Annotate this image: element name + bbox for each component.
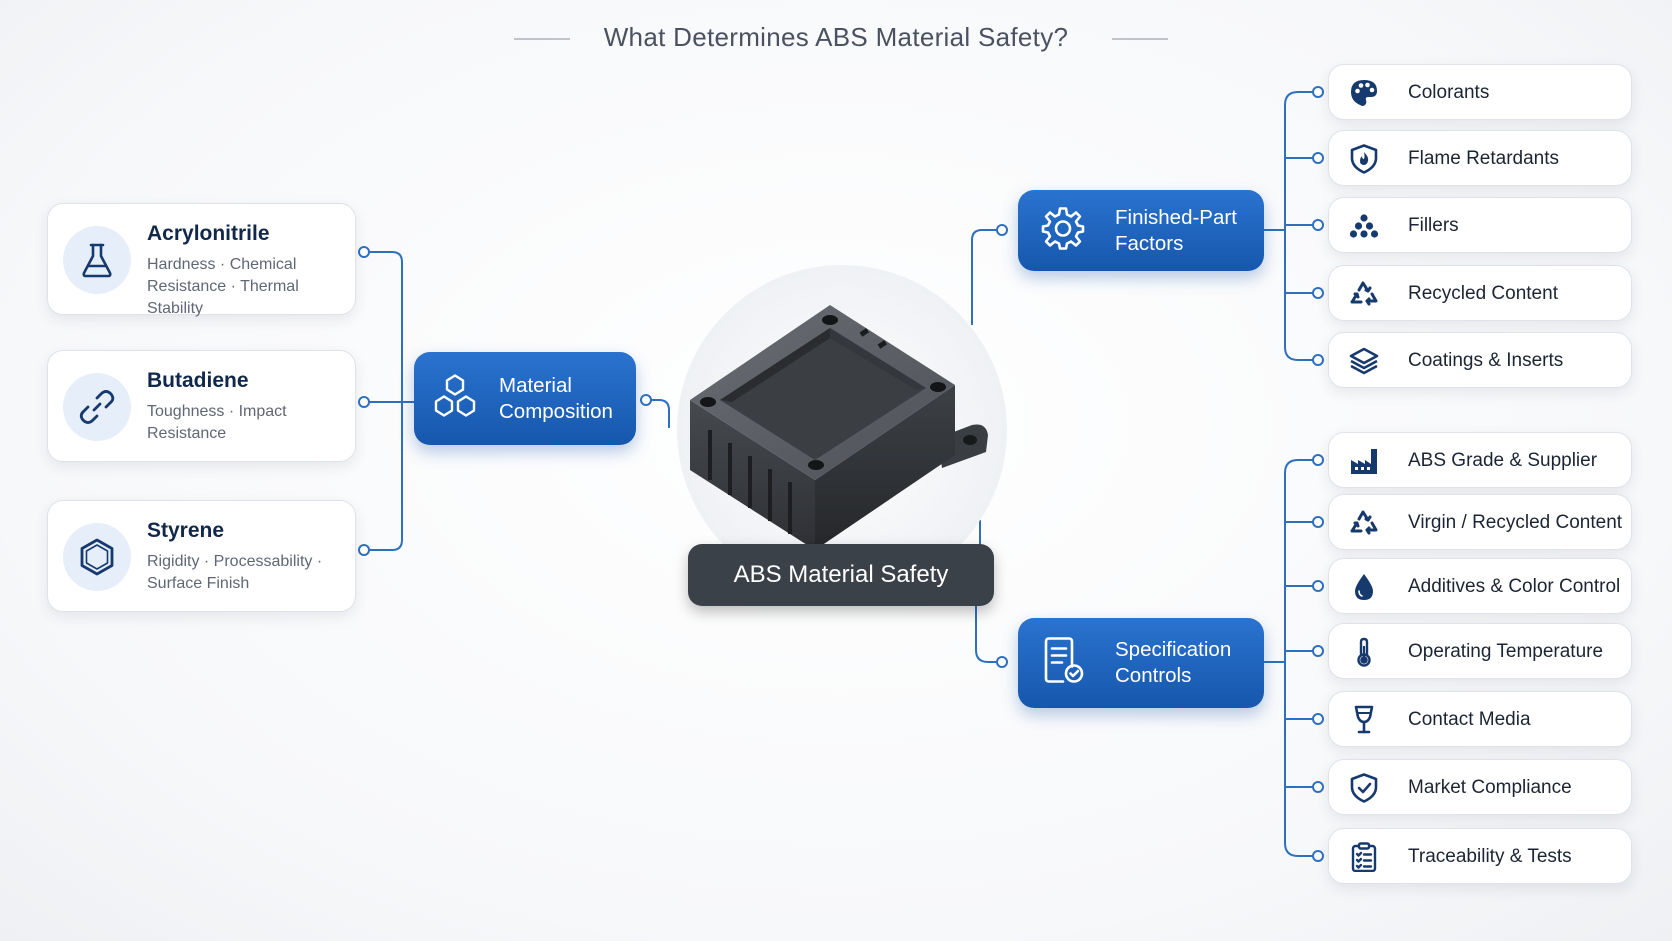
- thermometer-icon: [1349, 637, 1379, 667]
- factor-item-recycled-content[interactable]: Recycled Content: [1328, 265, 1632, 321]
- component-description: Rigidity · Processability · Surface Fini…: [147, 553, 323, 592]
- palette-icon: [1349, 78, 1379, 108]
- component-name: Acrylonitrile: [147, 222, 270, 245]
- hub-label: Material Composition: [499, 373, 613, 423]
- hexagon-icon: [63, 523, 131, 591]
- connector-dot: [640, 394, 652, 406]
- component-name: Butadiene: [147, 369, 249, 392]
- factor-item-flame-retardants[interactable]: Flame Retardants: [1328, 130, 1632, 186]
- spec-item-abs-grade-supplier[interactable]: ABS Grade & Supplier: [1328, 432, 1632, 488]
- connector-dot: [1312, 516, 1324, 528]
- connector-dot: [1312, 354, 1324, 366]
- hub-material-composition[interactable]: Material Composition: [414, 352, 636, 445]
- component-description: Hardness · Chemical Resistance · Thermal…: [147, 256, 299, 317]
- connector-dot: [1312, 287, 1324, 299]
- connector-dot: [358, 246, 370, 258]
- connector-dot: [1312, 645, 1324, 657]
- recycle-icon: [1349, 279, 1379, 309]
- spec-item-traceability-tests[interactable]: Traceability & Tests: [1328, 828, 1632, 884]
- component-name: Styrene: [147, 519, 225, 542]
- spec-label: Virgin / Recycled Content: [1408, 512, 1623, 533]
- dots-cluster-icon: [1349, 211, 1379, 241]
- spec-item-market-compliance[interactable]: Market Compliance: [1328, 759, 1632, 815]
- hub-specification-controls[interactable]: Specification Controls: [1018, 618, 1264, 708]
- component-card-acrylonitrile[interactable]: Acrylonitrile Hardness · Chemical Resist…: [47, 203, 356, 317]
- connector-dot: [1312, 850, 1324, 862]
- center-label: ABS Material Safety: [688, 544, 994, 606]
- spec-label: ABS Grade & Supplier: [1408, 450, 1598, 471]
- clipboard-list-icon: [1349, 842, 1379, 873]
- hub-finished-part-factors[interactable]: Finished-Part Factors: [1018, 190, 1264, 271]
- spec-item-virgin-recycled[interactable]: Virgin / Recycled Content: [1328, 494, 1632, 550]
- factor-item-fillers[interactable]: Fillers: [1328, 197, 1632, 253]
- factor-label: Colorants: [1408, 82, 1490, 103]
- spec-item-additives-color[interactable]: Additives & Color Control: [1328, 558, 1632, 614]
- connector-dot: [358, 544, 370, 556]
- wine-glass-icon: [1349, 705, 1379, 735]
- layers-icon: [1349, 346, 1379, 376]
- connector-dot: [1312, 454, 1324, 466]
- spec-label: Contact Media: [1408, 709, 1531, 730]
- spec-label: Traceability & Tests: [1408, 846, 1572, 867]
- shield-flame-icon: [1349, 144, 1379, 174]
- shield-check-icon: [1349, 773, 1379, 803]
- recycle-icon: [1349, 508, 1379, 538]
- factor-label: Coatings & Inserts: [1408, 350, 1564, 371]
- connector-dot: [358, 396, 370, 408]
- document-check-icon: [1042, 636, 1086, 691]
- hexagons-icon: [432, 372, 478, 425]
- factory-icon: [1349, 446, 1379, 476]
- page-title: What Determines ABS Material Safety?: [603, 22, 1069, 52]
- gear-icon: [1040, 205, 1086, 256]
- flask-icon: [63, 226, 131, 294]
- spec-label: Additives & Color Control: [1408, 576, 1621, 597]
- factor-item-coatings-inserts[interactable]: Coatings & Inserts: [1328, 332, 1632, 388]
- droplet-icon: [1349, 572, 1379, 602]
- hub-label: Specification Controls: [1115, 638, 1232, 687]
- factor-label: Fillers: [1408, 215, 1459, 236]
- chain-link-icon: [63, 373, 131, 441]
- factor-label: Recycled Content: [1408, 283, 1558, 304]
- connector-dot: [1312, 580, 1324, 592]
- connector-dot: [1312, 219, 1324, 231]
- hub-label: Finished-Part Factors: [1115, 205, 1237, 255]
- connector-dot: [1312, 86, 1324, 98]
- spec-item-operating-temperature[interactable]: Operating Temperature: [1328, 623, 1632, 679]
- component-card-styrene[interactable]: Styrene Rigidity · Processability · Surf…: [47, 500, 356, 612]
- spec-label: Operating Temperature: [1408, 641, 1604, 662]
- factor-label: Flame Retardants: [1408, 148, 1560, 169]
- abs-enclosure-image: [690, 305, 988, 550]
- connector-dot: [1312, 713, 1324, 725]
- connector-dot: [996, 224, 1008, 236]
- spec-item-contact-media[interactable]: Contact Media: [1328, 691, 1632, 747]
- factor-item-colorants[interactable]: Colorants: [1328, 64, 1632, 120]
- component-description: Toughness · Impact Resistance: [147, 403, 287, 442]
- spec-label: Market Compliance: [1408, 777, 1572, 798]
- connector-dot: [1312, 781, 1324, 793]
- component-card-butadiene[interactable]: Butadiene Toughness · Impact Resistance: [47, 350, 356, 462]
- connector-dot: [996, 656, 1008, 668]
- connector-dot: [1312, 152, 1324, 164]
